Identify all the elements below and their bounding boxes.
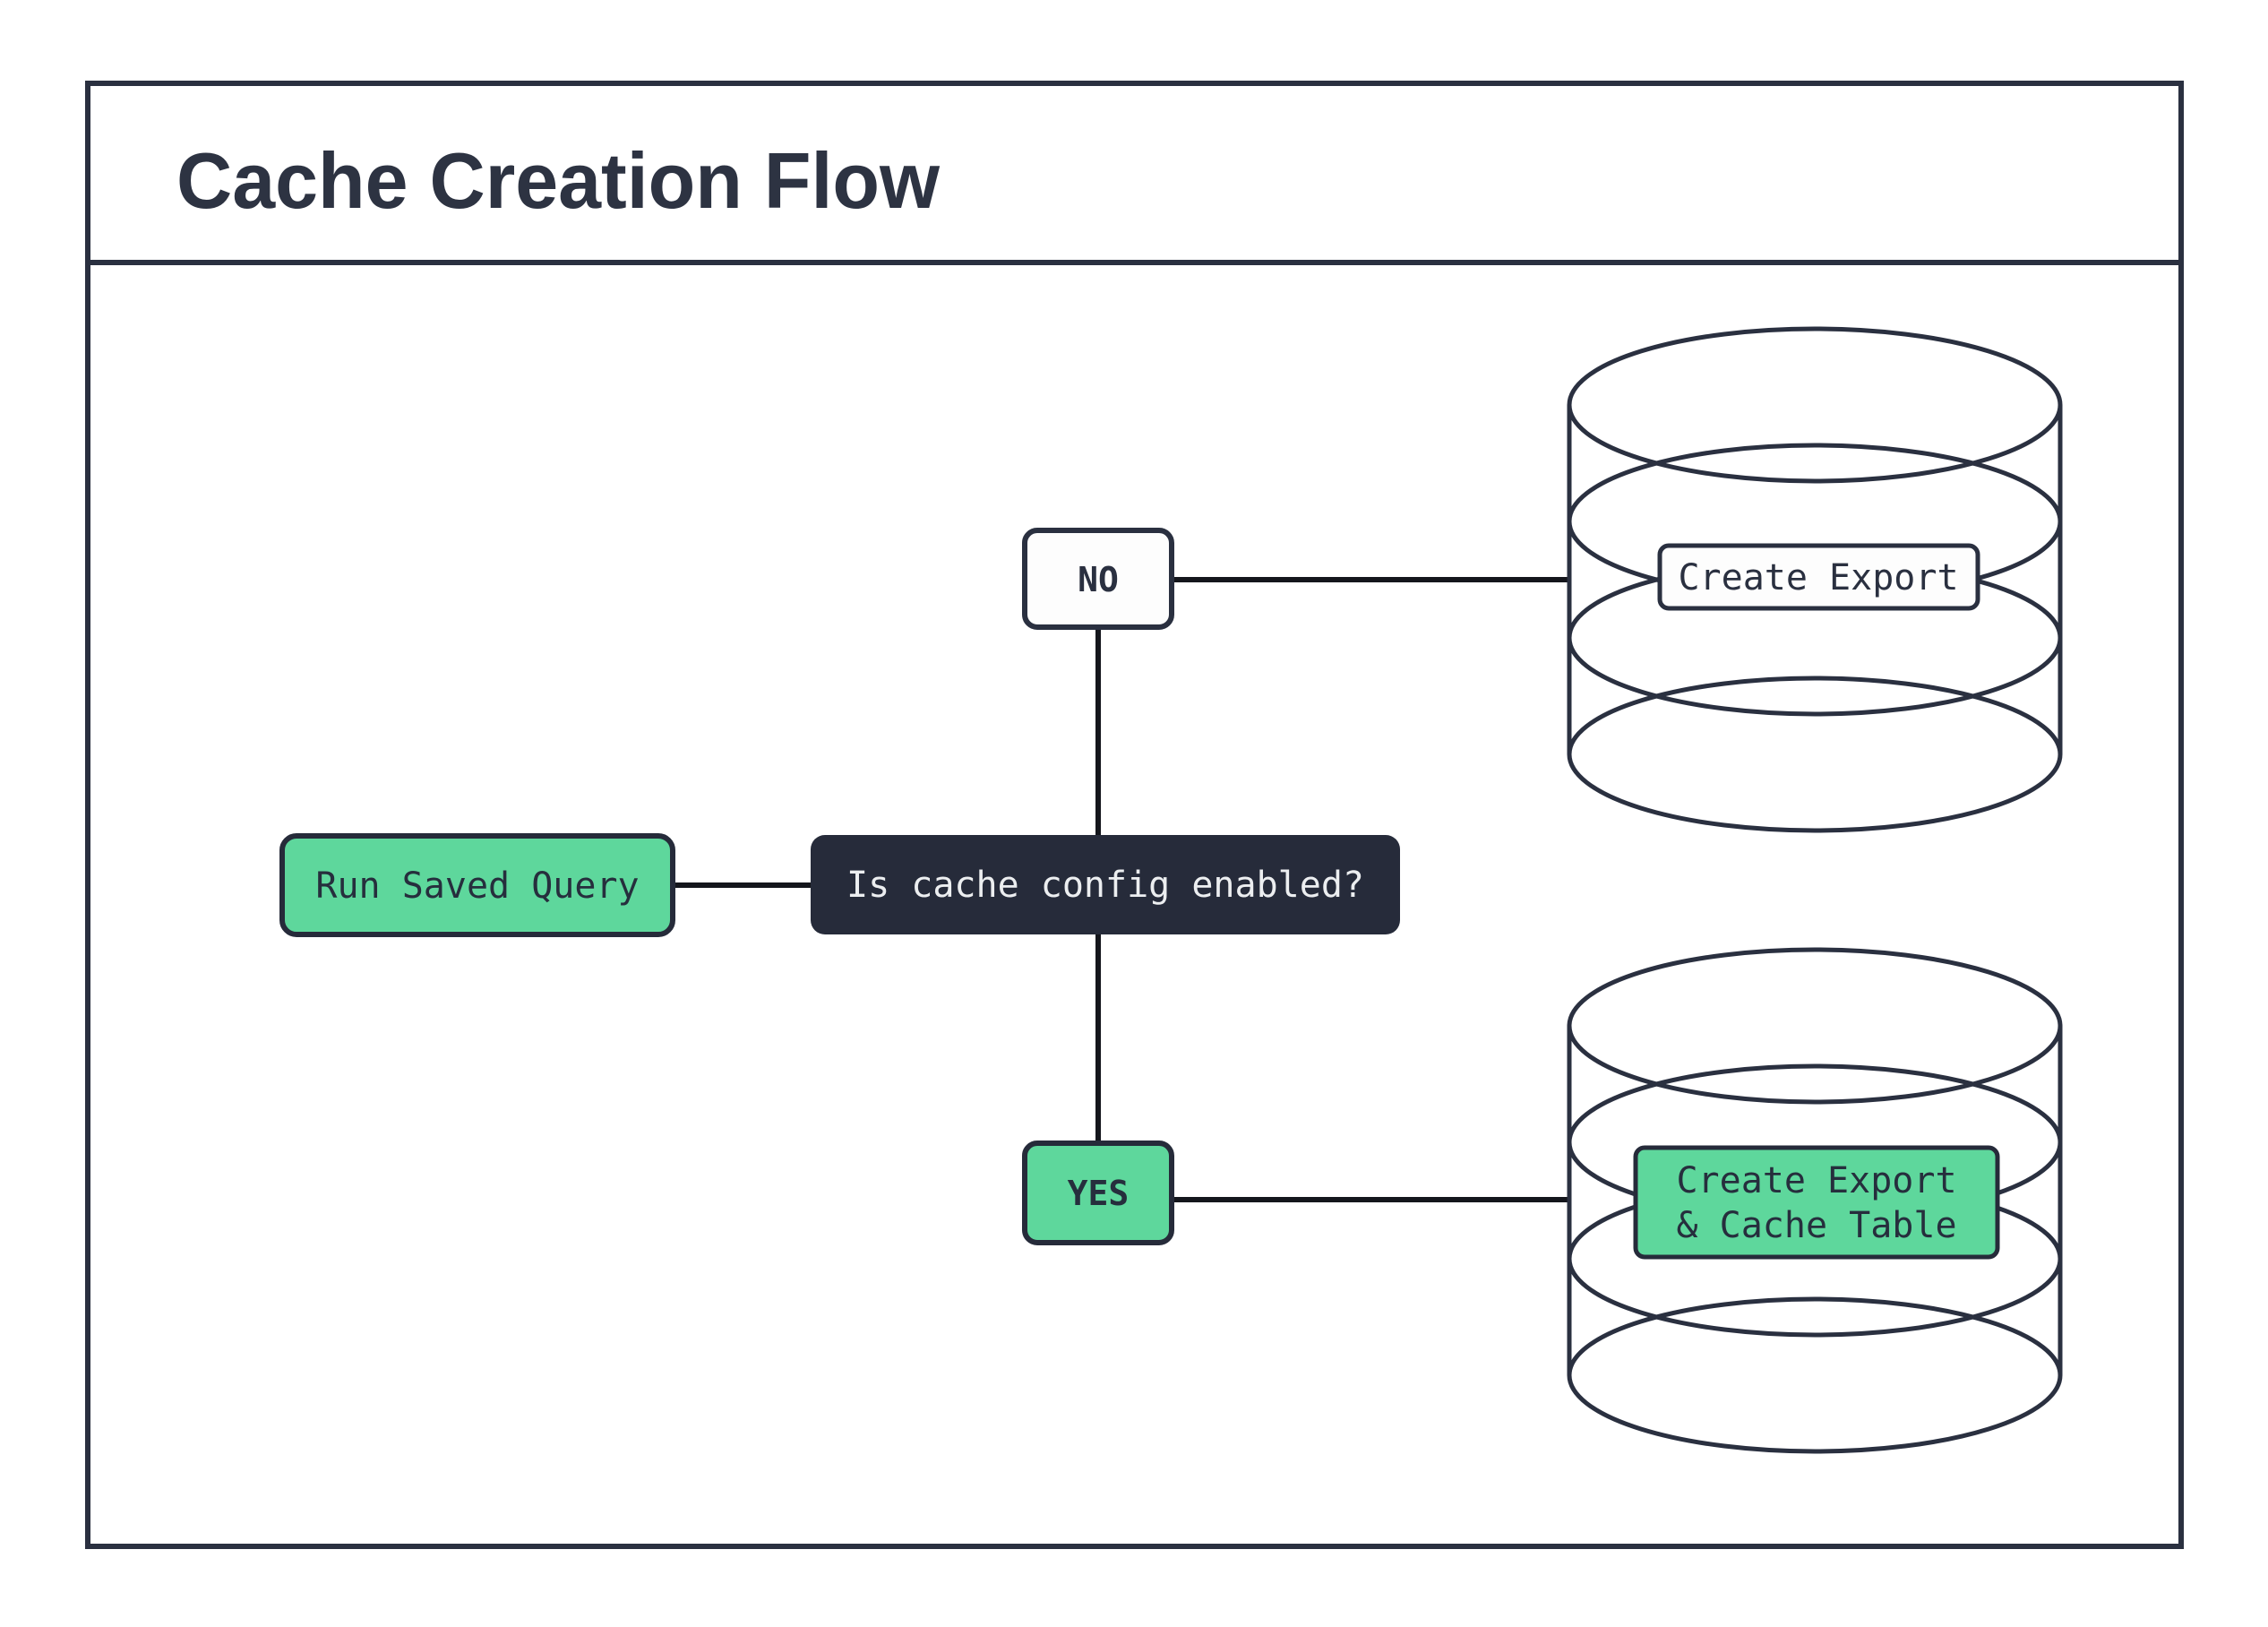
page-title: Cache Creation Flow [176,136,941,225]
node-create-export-label: Create Export [1678,557,1958,598]
database-icon-yes-path [1567,947,2063,1454]
node-create-export-cache-table-line2: & Cache Table [1676,1205,1956,1246]
node-run-saved-query-label: Run Saved Query [315,865,639,907]
database-icon-no-path [1567,326,2063,833]
diagram-frame [85,81,2184,1549]
node-decision-label: Is cache config enabled? [846,865,1364,906]
node-no: NO [1022,528,1174,630]
node-create-export: Create Export [1657,543,1980,611]
node-yes-label: YES [1068,1174,1130,1213]
node-decision: Is cache config enabled? [811,835,1400,934]
node-no-label: NO [1078,560,1119,599]
node-run-saved-query: Run Saved Query [279,833,675,937]
node-yes: YES [1022,1141,1174,1245]
node-create-export-cache-table-line1: Create Export [1676,1160,1956,1201]
node-create-export-cache-table: Create Export & Cache Table [1633,1145,2000,1260]
connectors [673,577,1570,1202]
